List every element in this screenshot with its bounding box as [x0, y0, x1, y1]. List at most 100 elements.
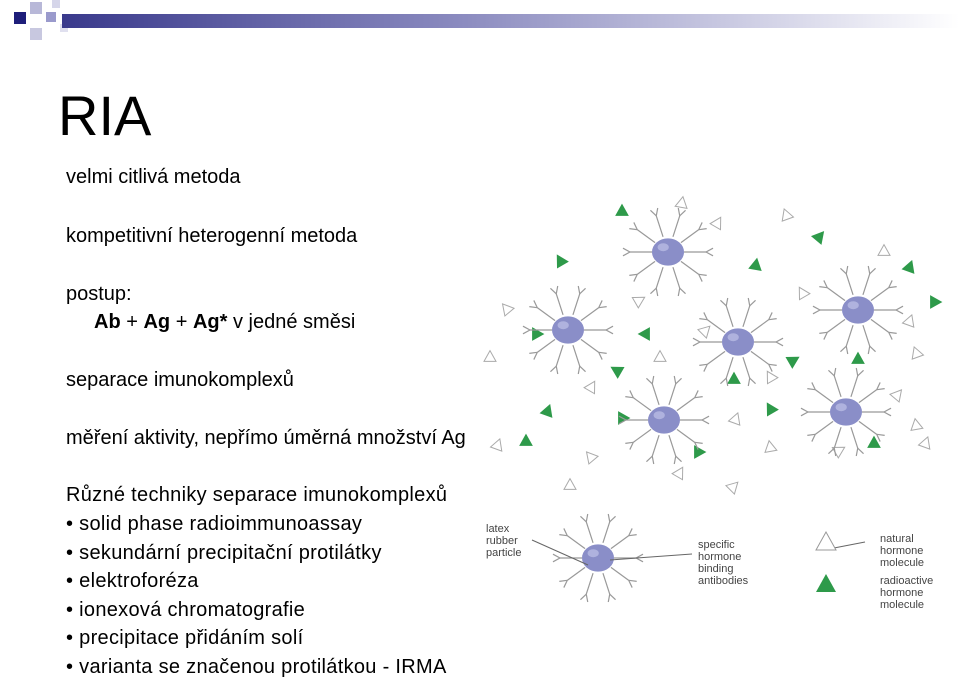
- antibody-branch: [807, 433, 816, 436]
- antibody-branch: [768, 312, 773, 320]
- antibody-arm: [572, 345, 581, 367]
- antibody-branch: [749, 299, 756, 307]
- radioactive-hormone-triangle: [851, 351, 865, 364]
- antibody-branch: [855, 448, 859, 457]
- radioactive-hormone-triangle: [556, 254, 569, 269]
- label-radioactive-molecule: molecule: [880, 599, 924, 611]
- natural-hormone-triangle: [696, 325, 711, 340]
- antibody-branch: [628, 579, 637, 582]
- natural-hormone-triangle: [877, 243, 891, 256]
- ria-illustration: latex rubber particle specific hormone b…: [483, 195, 943, 611]
- antibody-arm: [750, 319, 770, 334]
- antibody-branch: [857, 447, 864, 455]
- antibody-branch: [628, 528, 633, 536]
- antibody-arm: [632, 397, 652, 412]
- radioactive-hormone-triangle: [610, 366, 625, 379]
- antibody-branch: [628, 580, 633, 588]
- antibody-branch: [679, 209, 686, 217]
- antibody-branch: [580, 593, 587, 601]
- antibody-branch: [833, 367, 837, 376]
- antibody-branch: [867, 265, 871, 274]
- radioactive-hormone-triangle: [618, 411, 631, 425]
- antibody-arm: [845, 325, 854, 347]
- antibody-branch: [650, 209, 657, 217]
- radioactive-hormone-triangle: [615, 203, 629, 216]
- text-line-measurement: měření aktivity, nepřímo úměrná množství…: [66, 427, 466, 449]
- label-latex: latex: [486, 523, 510, 535]
- antibody-arm: [536, 307, 556, 322]
- antibody-arm: [632, 428, 652, 443]
- particle-highlight: [847, 301, 859, 310]
- radioactive-hormone-triangle: [901, 259, 915, 274]
- particle-highlight: [557, 321, 569, 330]
- antibody-branch: [635, 553, 644, 559]
- antibody-branch: [629, 442, 634, 450]
- antibody-arm: [862, 273, 871, 295]
- latex-particle: [800, 367, 892, 457]
- antibody-arm: [610, 566, 630, 581]
- antibody-arm: [826, 287, 846, 302]
- latex-particle: [622, 207, 714, 297]
- antibody-arm: [668, 435, 677, 457]
- label-rubber: rubber: [486, 535, 518, 547]
- antibody-branch: [622, 251, 631, 257]
- antibody-branch: [692, 337, 701, 343]
- antibody-arm: [862, 325, 871, 347]
- antibody-arm: [858, 389, 878, 404]
- antibody-arm: [572, 293, 581, 315]
- antibody-branch: [598, 306, 607, 309]
- antibody-branch: [705, 247, 714, 253]
- antibody-branch: [598, 352, 603, 360]
- particle-core: [648, 406, 680, 434]
- antibody-branch: [895, 305, 904, 311]
- antibody-branch: [800, 407, 809, 413]
- antibody-branch: [694, 442, 699, 450]
- label-hormone: hormone: [698, 551, 741, 563]
- scatter-layer: [483, 195, 943, 496]
- antibody-arm: [636, 260, 656, 275]
- antibody-branch: [698, 273, 707, 276]
- particle-core: [830, 398, 862, 426]
- particle-highlight: [653, 411, 665, 420]
- antibody-branch: [698, 222, 703, 230]
- label-natural-molecule: molecule: [880, 557, 924, 569]
- antibody-branch: [876, 382, 881, 390]
- radioactive-hormone-triangle: [785, 356, 800, 369]
- antibody-arm: [655, 215, 664, 237]
- antibody-branch: [679, 287, 686, 295]
- antibody-branch: [828, 447, 835, 455]
- antibody-arm: [814, 389, 834, 404]
- natural-hormone-triangle: [501, 303, 516, 317]
- antibody-branch: [694, 441, 703, 444]
- antibody-arm: [870, 287, 890, 302]
- antibody-branch: [635, 557, 644, 563]
- antibody-branch: [812, 309, 821, 315]
- antibody-branch: [577, 366, 581, 375]
- latex-pointer-line: [531, 539, 589, 566]
- bullet: •: [66, 570, 74, 592]
- antibody-branch: [607, 594, 611, 603]
- antibody-arm: [566, 535, 586, 550]
- formula-rest: v jedné směsi: [232, 311, 356, 333]
- bullet: •: [66, 513, 74, 535]
- natural-hormone-triangle: [583, 380, 596, 395]
- label-natural: natural: [880, 533, 914, 545]
- text-line-separation: separace imunokomplexů: [66, 369, 294, 391]
- antibody-arm: [858, 420, 878, 435]
- antibody-branch: [609, 515, 616, 523]
- antibody-branch: [655, 288, 659, 297]
- formula-plus-2: +: [175, 311, 188, 333]
- antibody-branch: [673, 456, 677, 465]
- antibody-arm: [676, 397, 696, 412]
- antibody-arm: [850, 375, 859, 397]
- antibody-branch: [598, 300, 603, 308]
- antibody-branch: [807, 388, 816, 391]
- natural-hormone-triangle: [766, 370, 779, 385]
- antibody-branch: [585, 594, 589, 603]
- antibody-branch: [618, 419, 627, 425]
- list-item: • ionexová chromatografie: [66, 599, 306, 621]
- antibody-branch: [625, 441, 634, 444]
- antibody-branch: [703, 364, 708, 372]
- antibody-branch: [629, 228, 638, 231]
- natural-hormone-triangle: [727, 411, 741, 426]
